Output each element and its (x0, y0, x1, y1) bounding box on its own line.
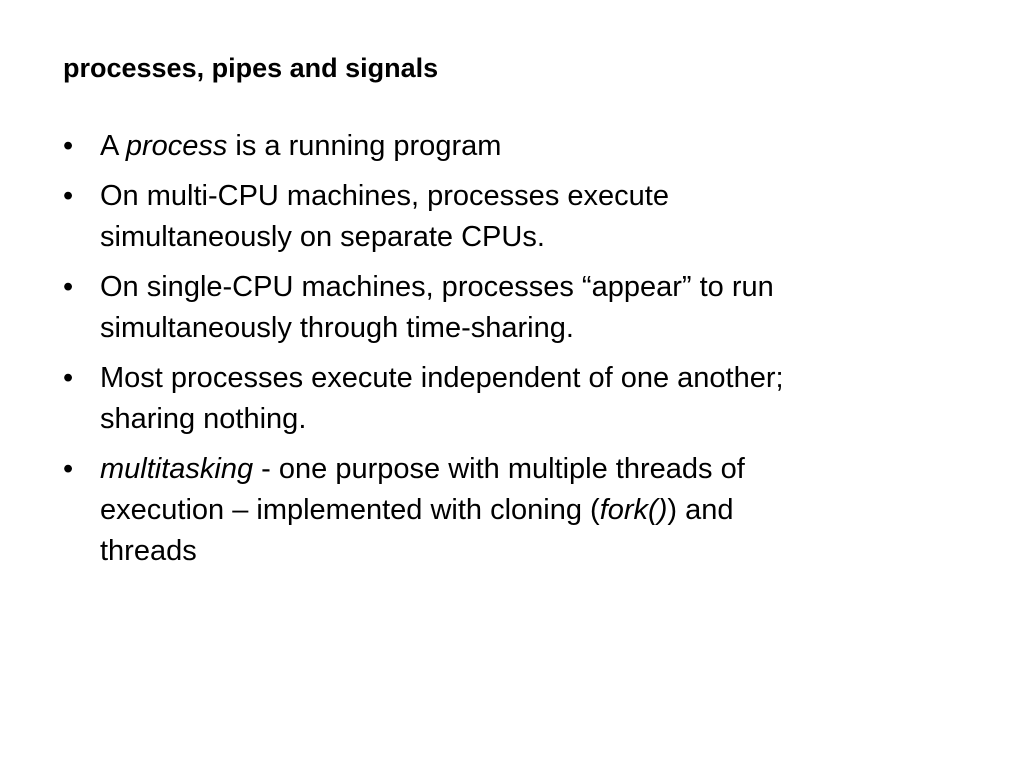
bullet-text: A process is a running program (100, 126, 960, 167)
bullet-item: • multitasking - one purpose with multip… (60, 449, 960, 572)
bullet-item: • A process is a running program (60, 126, 960, 167)
bullet-text: On multi-CPU machines, processes execute… (100, 176, 960, 258)
bullet-text: Most processes execute independent of on… (100, 358, 960, 440)
bullet-item: • Most processes execute independent of … (60, 358, 960, 440)
bullet-marker: • (63, 130, 74, 162)
bullet-marker: • (63, 453, 74, 485)
bullet-item: • On multi-CPU machines, processes execu… (60, 176, 960, 258)
bullet-text-part: Most processes execute independent of on… (100, 362, 784, 435)
bullet-text-part-italic: fork() (599, 494, 668, 526)
bullet-text-part: A (100, 130, 126, 162)
bullet-text-part: On multi-CPU machines, processes execute… (100, 180, 669, 253)
bullet-marker: • (63, 180, 74, 212)
bullet-text-part-italic: multitasking (100, 453, 254, 485)
bullet-text-part-italic: process (125, 130, 228, 162)
bullet-text: On single-CPU machines, processes “appea… (100, 267, 960, 349)
bullet-item: • On single-CPU machines, processes “app… (60, 267, 960, 349)
bullet-text-part: is a running program (227, 130, 502, 162)
bullet-list: • A process is a running program • On mu… (60, 126, 960, 581)
bullet-marker: • (63, 362, 74, 394)
bullet-text: multitasking - one purpose with multiple… (100, 449, 960, 572)
slide-title: processes, pipes and signals (63, 53, 439, 83)
bullet-text-part: - one purpose with multiple threads of e… (100, 453, 745, 526)
bullet-text-part: On single-CPU machines, processes “appea… (100, 271, 774, 344)
bullet-text-part: ) and threads (100, 494, 734, 567)
bullet-marker: • (63, 271, 74, 303)
